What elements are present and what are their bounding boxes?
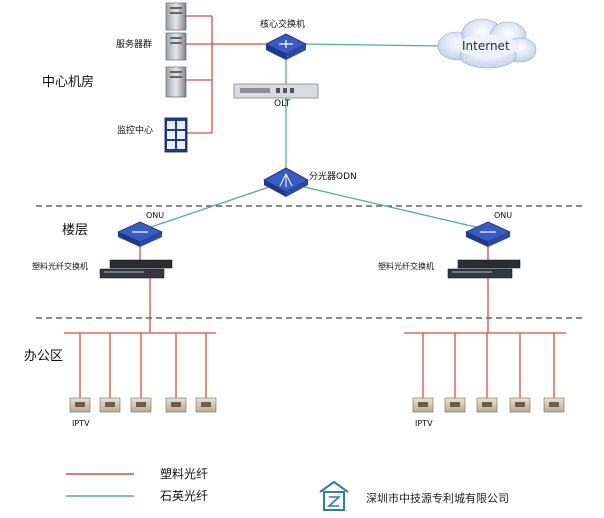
pof-switch-icon: [447, 259, 521, 279]
terminal-icon: [130, 397, 152, 413]
terminal-icon: [195, 397, 217, 413]
server-group-label: 服务器群: [116, 40, 153, 50]
terminal-icon: [69, 397, 91, 413]
internet-label: Internet: [462, 39, 510, 53]
company-logo-icon: [319, 480, 349, 511]
video-wall-icon: [164, 117, 188, 153]
legend-label-quartz: 石英光纤: [160, 489, 209, 503]
terminal-icon: [99, 397, 121, 413]
terminal-icon: [509, 397, 531, 413]
olt-device-icon: [233, 83, 319, 99]
onu-icon: [465, 221, 511, 247]
terminal-icon: [543, 397, 565, 413]
cloud-icon: [437, 18, 537, 69]
iptv-right-label: IPTV: [415, 419, 433, 428]
legend-label-plastic: 塑料光纤: [160, 467, 209, 481]
terminal-icon: [412, 397, 434, 413]
iptv-left-label: IPTV: [72, 419, 90, 428]
pof-switch-right-label: 塑料光纤交换机: [378, 262, 434, 271]
onu-left-label: ONU: [146, 211, 165, 220]
zone-label-office: 办公区: [24, 349, 64, 364]
server-rack-icon: [165, 2, 187, 31]
plastic-fiber-links-center: [186, 15, 266, 134]
splitter-icon: [263, 167, 309, 197]
onu-right-label: ONU: [494, 211, 513, 220]
zone-label-floor: 楼层: [62, 223, 89, 238]
core-switch-icon: [265, 33, 307, 60]
olt-label: OLT: [274, 99, 291, 109]
quartz-fiber-links: [147, 43, 481, 229]
terminal-icon: [165, 397, 187, 413]
monitor-center-label: 监控中心: [117, 126, 154, 136]
server-rack-icon: [165, 66, 187, 98]
onu-icon: [117, 221, 163, 247]
terminal-icon: [444, 397, 466, 413]
splitter-label: 分光器ODN: [309, 172, 357, 182]
plastic-fiber-links-office: [64, 245, 566, 398]
server-rack-icon: [165, 32, 187, 61]
terminal-icon: [476, 397, 498, 413]
company-name: 深圳市中技源专利城有限公司: [366, 492, 509, 505]
pof-switch-left-label: 塑料光纤交换机: [32, 262, 88, 271]
pof-switch-icon: [99, 259, 173, 279]
core-switch-label: 核心交换机: [260, 20, 306, 30]
zone-label-center: 中心机房: [42, 75, 95, 90]
